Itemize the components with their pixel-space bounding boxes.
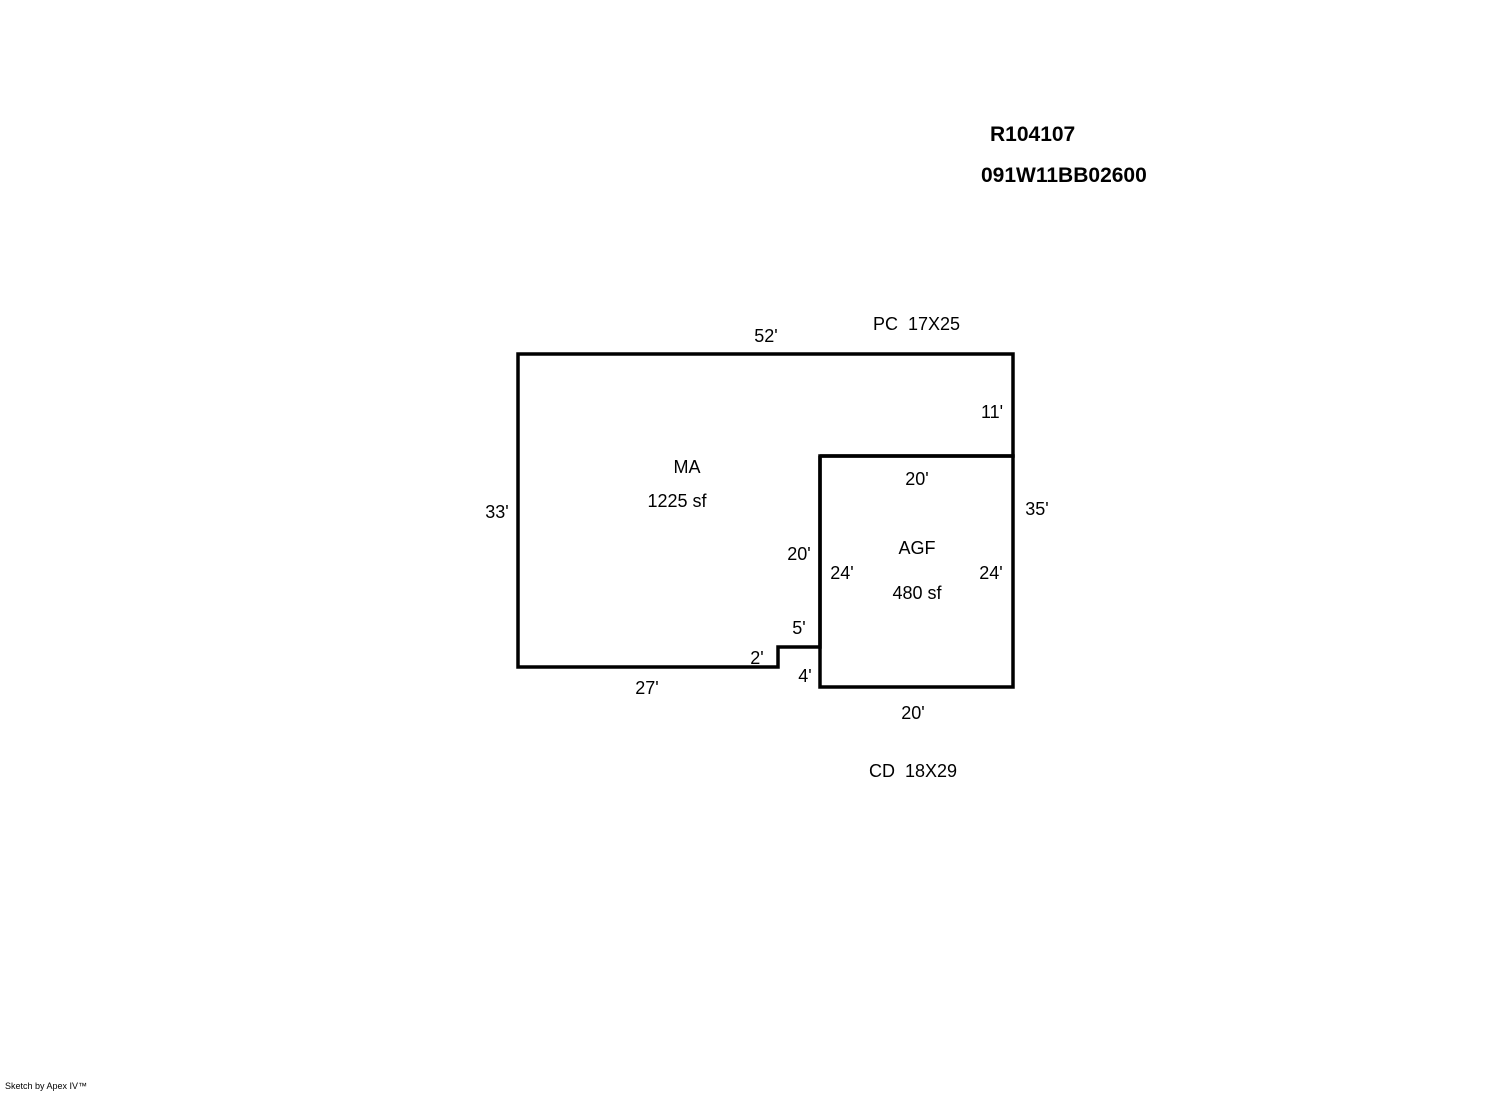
garage-size: 480 sf xyxy=(892,583,942,603)
dimension-garage-left: 24' xyxy=(830,563,853,583)
garage-code: AGF xyxy=(898,538,935,558)
main-area-size: 1225 sf xyxy=(647,491,707,511)
dimension-left: 33' xyxy=(485,502,508,522)
dimension-right: 35' xyxy=(1025,499,1048,519)
dimension-top: 52' xyxy=(754,326,777,346)
dimension-notch-horizontal: 2' xyxy=(750,648,763,668)
dimension-garage-lower-left: 4' xyxy=(798,666,811,686)
sketch-credit: Sketch by Apex IV™ xyxy=(5,1081,88,1091)
garage-outline xyxy=(818,454,1015,689)
dimension-bottom-left: 27' xyxy=(635,678,658,698)
dimension-garage-top: 20' xyxy=(905,469,928,489)
account-id: R104107 xyxy=(990,123,1076,146)
main-area-outline xyxy=(516,352,1015,669)
dimension-notch-vertical: 5' xyxy=(792,618,805,638)
parcel-id: 091W11BB02600 xyxy=(981,164,1147,187)
dimension-right-upper: 11' xyxy=(981,402,1003,422)
main-area-code: MA xyxy=(674,457,701,477)
porch-covered-label: PC 17X25 xyxy=(873,314,960,334)
dimension-garage-bottom: 20' xyxy=(901,703,924,723)
concrete-deck-label: CD 18X29 xyxy=(869,761,957,781)
dimension-ma-inner-wall: 20' xyxy=(787,544,810,564)
dimension-garage-right: 24' xyxy=(979,563,1002,583)
